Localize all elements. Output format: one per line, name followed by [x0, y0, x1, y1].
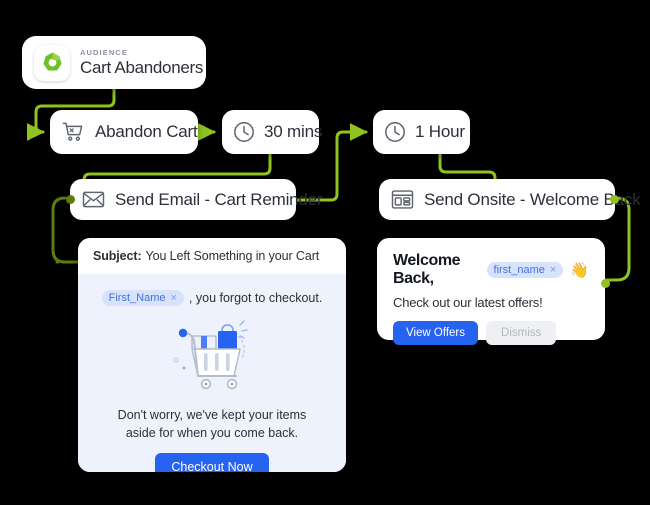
node-label: Send Onsite - Welcome Back — [424, 189, 641, 209]
dismiss-button[interactable]: Dismiss — [486, 321, 557, 345]
welcome-subtitle: Check out our latest offers! — [393, 295, 543, 310]
merge-tag-first-name[interactable]: First_Name × — [101, 290, 184, 306]
welcome-back-card: Welcome Back, first_name × 👋 Check out o… — [377, 238, 610, 345]
node-label: 1 Hour — [415, 122, 465, 141]
email-subject-text: You Left Something in your Cart — [145, 249, 320, 263]
welcome-title: Welcome Back, — [393, 252, 461, 287]
view-offers-button[interactable]: View Offers — [393, 321, 479, 345]
node-abandon-cart[interactable]: Abandon Cart — [50, 110, 198, 154]
audience-ring-icon — [34, 44, 70, 81]
envelope-icon — [81, 187, 106, 212]
cart-x-icon — [61, 120, 86, 145]
node-send-onsite[interactable]: Send Onsite - Welcome Back — [379, 179, 641, 220]
merge-tag-text: First_Name — [108, 292, 166, 304]
node-label: 30 mins — [264, 122, 323, 141]
close-icon[interactable]: × — [170, 292, 177, 304]
node-label: Abandon Cart — [95, 122, 198, 141]
merge-tag-first-name[interactable]: first_name × — [486, 262, 564, 278]
shopping-cart-illustration — [162, 316, 262, 397]
merge-tag-text: first_name — [493, 264, 545, 276]
email-subject-row: Subject: You Left Something in your Cart — [78, 238, 346, 274]
audience-node[interactable]: AUDIENCE Cart Abandoners — [22, 36, 206, 89]
wire-delay1h-to-onsite — [438, 153, 497, 183]
close-icon[interactable]: × — [549, 264, 557, 276]
clock-icon — [232, 120, 256, 144]
wire-delay30-to-email — [82, 153, 272, 183]
audience-title: Cart Abandoners — [80, 57, 204, 77]
email-merge-row: First_Name × , you forgot to checkout. — [101, 290, 323, 306]
connector-dot-right — [601, 279, 610, 288]
email-body-copy: Don't worry, we've kept your items aside… — [117, 408, 307, 441]
email-merge-sentence: , you forgot to checkout. — [188, 291, 323, 305]
node-delay-30-mins[interactable]: 30 mins — [222, 110, 323, 154]
node-label: Send Email - Cart Reminder — [115, 189, 323, 209]
connector-dot-right — [610, 195, 619, 204]
checkout-now-button[interactable]: Checkout Now — [155, 453, 269, 472]
waving-hand-icon: 👋 — [570, 261, 589, 279]
email-preview-card: Subject: You Left Something in your Cart… — [78, 238, 346, 472]
clock-icon — [383, 120, 407, 144]
connector-dot-left — [66, 195, 75, 204]
node-delay-1-hour[interactable]: 1 Hour — [373, 110, 470, 154]
welcome-actions: View Offers Dismiss — [393, 321, 589, 345]
welcome-header: Welcome Back, first_name × 👋 — [393, 252, 589, 288]
node-send-email[interactable]: Send Email - Cart Reminder — [66, 179, 323, 220]
audience-kicker: AUDIENCE — [80, 48, 128, 58]
email-body: First_Name × , you forgot to checkout. — [78, 274, 346, 472]
email-subject-label: Subject: — [93, 249, 142, 263]
browser-window-icon — [390, 187, 415, 212]
